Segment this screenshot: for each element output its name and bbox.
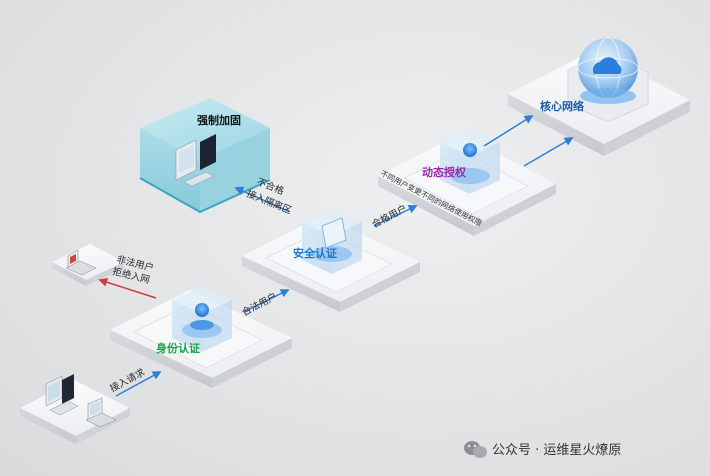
rejected-laptop-icon	[65, 249, 97, 276]
security-auth-title: 安全认证	[293, 246, 337, 260]
label-legit-user: 合法用户	[240, 290, 279, 318]
core-network-node: 核心网络	[508, 37, 690, 156]
quarantine-title: 强制加固	[197, 113, 241, 127]
identity-auth-title: 身份认证	[156, 341, 200, 355]
flow-arrows	[98, 115, 574, 397]
desktop-computer-icon	[45, 374, 79, 416]
laptop-icon	[85, 397, 117, 428]
wechat-icon	[464, 441, 487, 458]
arrow-compliant-user	[373, 205, 418, 227]
arrow-noncompliant	[234, 186, 291, 213]
arrow-to-core-2	[523, 137, 574, 167]
dynamic-auth-node: 动态授权 不同用户变更不同的网络使用权限	[378, 128, 556, 236]
core-network-title: 核心网络	[540, 99, 584, 113]
quarantine-zone: 强制加固	[139, 98, 271, 214]
globe-cloud-icon	[577, 37, 639, 104]
arrow-access-request	[115, 371, 162, 397]
identity-auth-node: 身份认证	[110, 286, 292, 388]
watermark: 公众号 · 运维星火燎原	[464, 441, 621, 458]
arrow-legit-user	[243, 289, 290, 313]
client-platform	[20, 374, 130, 444]
quarantine-computer-icon	[175, 134, 216, 187]
security-auth-node: 安全认证	[242, 208, 420, 312]
label-compliant-user: 合格用户	[370, 202, 409, 230]
arrow-illegal-user	[98, 277, 157, 299]
rejected-user-platform	[52, 244, 124, 286]
dynamic-auth-title: 动态授权	[422, 165, 467, 179]
arrow-to-core-1	[483, 115, 534, 147]
watermark-text: 公众号 · 运维星火燎原	[492, 442, 621, 458]
